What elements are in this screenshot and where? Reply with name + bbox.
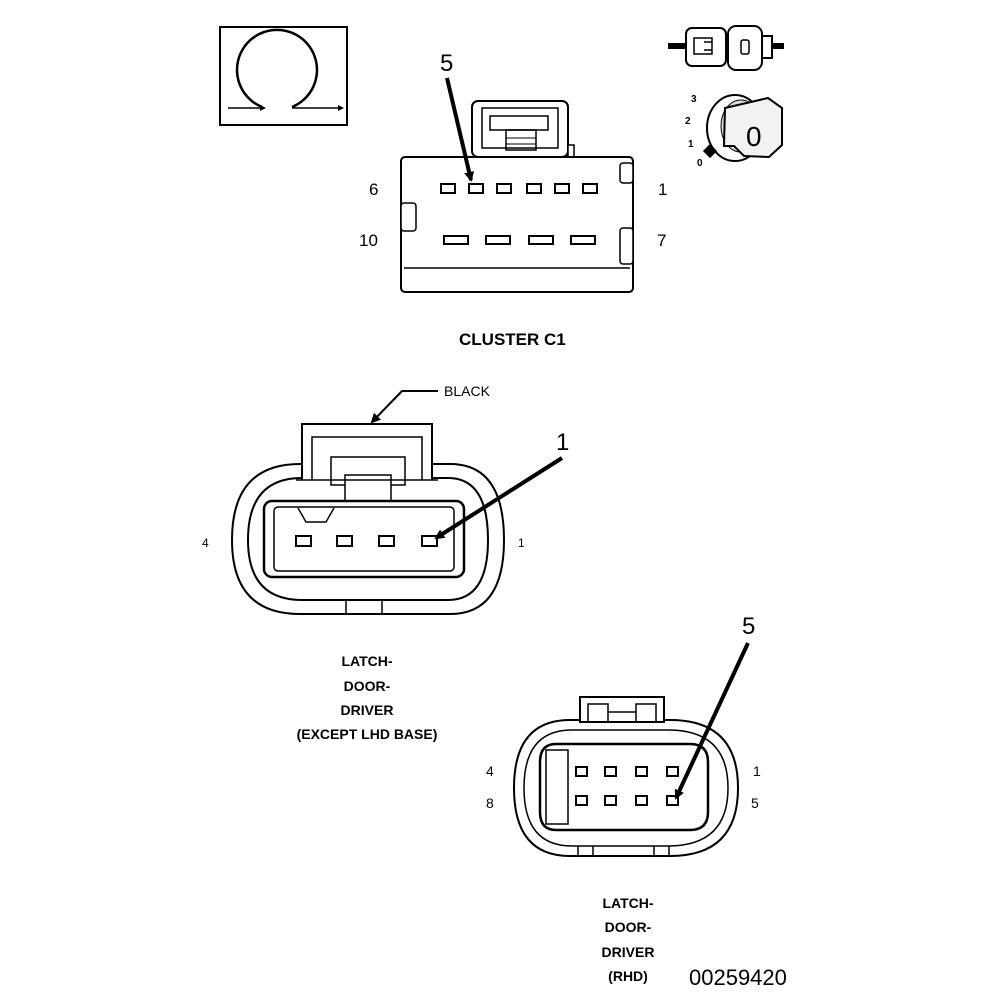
cluster-pin-10-label: 10 [359,231,378,250]
key-position-1: 1 [688,139,694,150]
cluster-pin-7-label: 7 [657,231,666,250]
key-position-3: 3 [691,94,697,105]
caption-line: DRIVER [602,944,655,960]
latch-except-connector [230,390,564,615]
latch-rhd-pin-1-label: 1 [753,763,761,779]
caption-line: (EXCEPT LHD BASE) [297,726,438,742]
caption-line: LATCH- [602,895,653,911]
latch-except-pin-4-label: 4 [202,536,209,550]
arrow-icon [674,642,750,800]
latch-rhd-pin-4-label: 4 [486,763,494,779]
caption-line: LATCH- [341,653,392,669]
key-letter: 0 [746,121,762,152]
latch-rhd-callout-5: 5 [742,613,755,640]
latch-except-callout-1: 1 [556,429,569,456]
cluster-title: CLUSTER C1 [459,330,566,349]
latch-except-caption: LATCH- DOOR- DRIVER (EXCEPT LHD BASE) [297,653,438,742]
key-position-0: 0 [697,158,703,169]
caption-line: DRIVER [341,702,394,718]
caption-line: DOOR- [605,919,652,935]
latch-rhd-connector [512,642,750,857]
latch-rhd-caption: LATCH- DOOR- DRIVER (RHD) [602,895,655,984]
disconnect-symbol-icon [219,26,348,126]
arrow-icon [445,77,475,182]
caption-line: DOOR- [344,678,391,694]
ignition-key-icon: 0 3 2 1 0 [685,94,783,169]
connector-plug-icon [668,25,784,71]
cluster-c1-connector [400,77,634,293]
latch-rhd-pin-5-label: 5 [751,795,759,811]
caption-line: (RHD) [608,968,648,984]
latch-rhd-pin-8-label: 8 [486,795,494,811]
latch-except-color-label: BLACK [444,383,491,399]
cluster-pin-6-label: 6 [369,180,378,199]
cluster-pin-1-label: 1 [658,180,667,199]
cluster-callout-5: 5 [440,50,453,77]
latch-except-pin-1-label: 1 [518,536,525,550]
figure-number: 00259420 [689,965,787,990]
arrow-icon [434,456,564,540]
key-position-2: 2 [685,116,691,127]
